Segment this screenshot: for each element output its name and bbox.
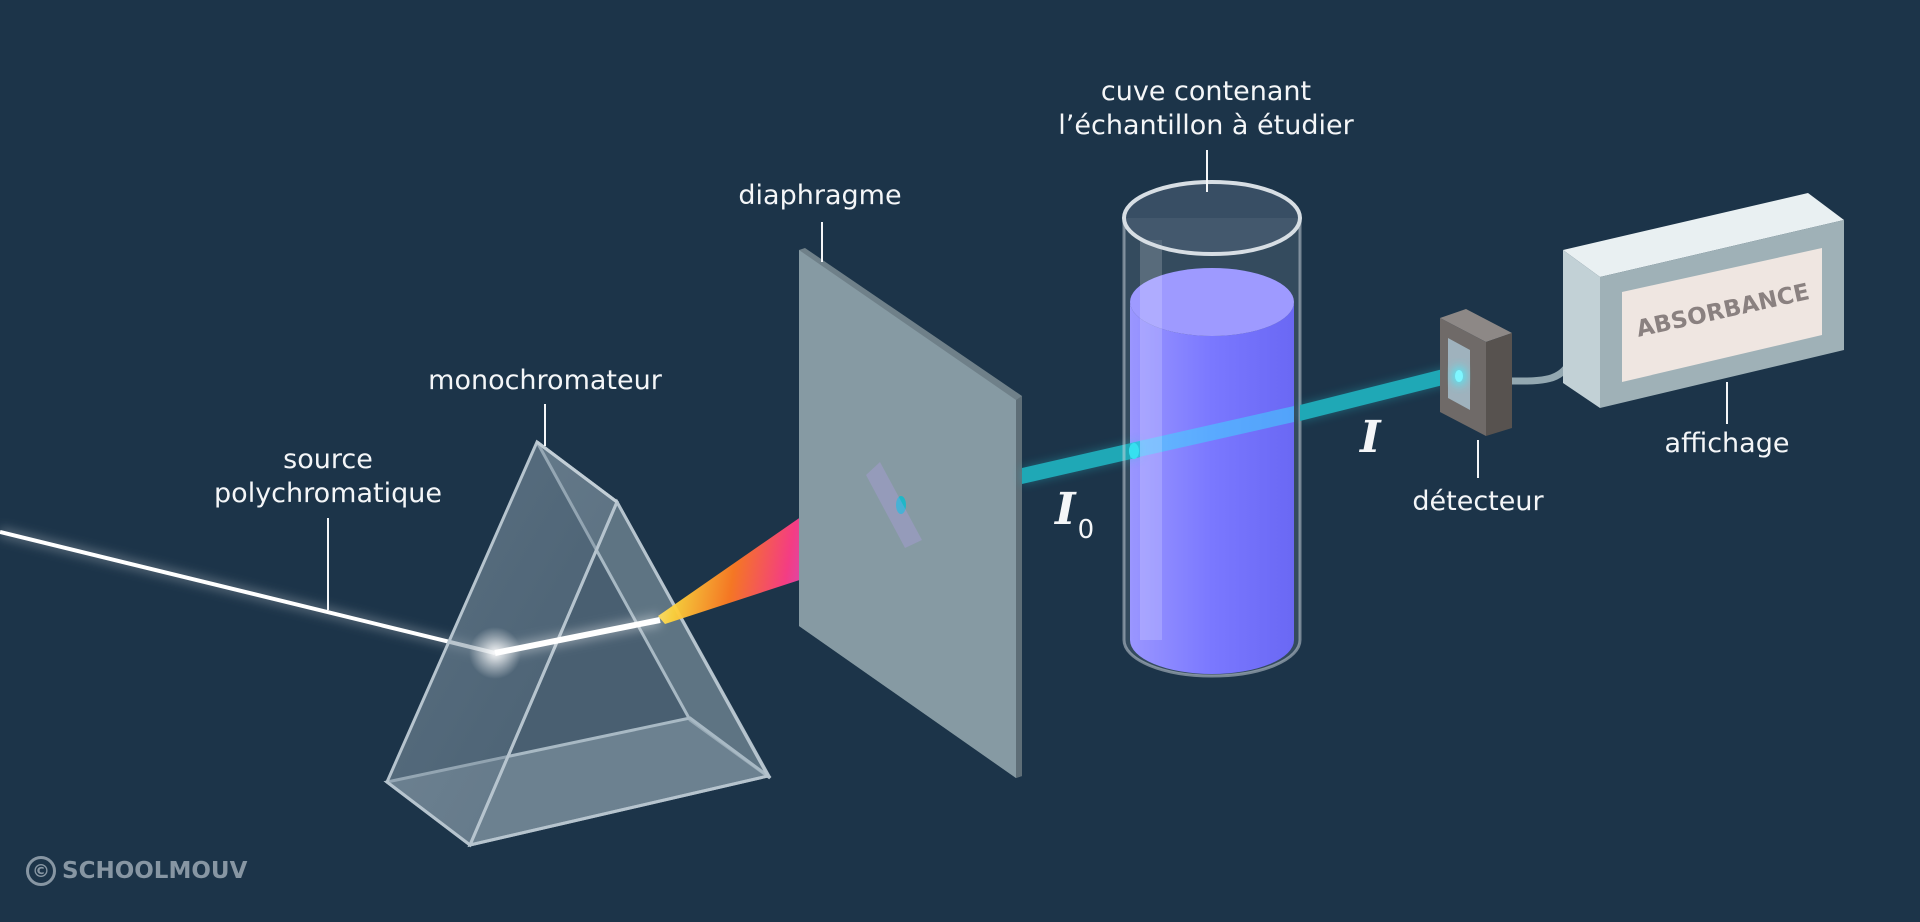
brand-logo: © SCHOOLMOUV	[26, 856, 247, 886]
polychromatic-beam	[0, 527, 497, 658]
label-source: source polychromatique	[208, 443, 448, 511]
label-detector: détecteur	[1412, 486, 1544, 517]
beam-I0	[1022, 441, 1140, 484]
refracted-beam	[469, 614, 662, 679]
copyright-icon: ©	[26, 856, 56, 886]
symbol-I0-letter: I	[1055, 484, 1076, 535]
label-cuvette-line2: l’échantillon à étudier	[1058, 110, 1354, 141]
beam-I	[1300, 366, 1455, 421]
cuvette	[1124, 218, 1300, 676]
label-display: affichage	[1664, 428, 1790, 459]
label-source-line1: source	[283, 444, 373, 475]
brand-name: SCHOOLMOUV	[62, 858, 248, 884]
display-box	[1563, 193, 1844, 408]
label-source-line2: polychromatique	[214, 478, 442, 509]
beam-in-sample	[1130, 406, 1294, 459]
detector-box	[1440, 309, 1512, 436]
diaphragm-plate	[799, 248, 1022, 778]
symbol-I0: I0	[1055, 488, 1094, 546]
label-monochromator: monochromateur	[428, 365, 662, 396]
label-cuvette-line1: cuve contenant	[1100, 76, 1312, 107]
symbol-I: I	[1360, 412, 1381, 463]
leader-lines	[327, 150, 1728, 610]
label-cuvette: cuve contenant l’échantillon à étudier	[1036, 75, 1376, 143]
symbol-I0-subscript: 0	[1077, 515, 1095, 545]
cuvette-glass	[1122, 180, 1302, 678]
label-diaphragm: diaphragme	[738, 180, 902, 211]
